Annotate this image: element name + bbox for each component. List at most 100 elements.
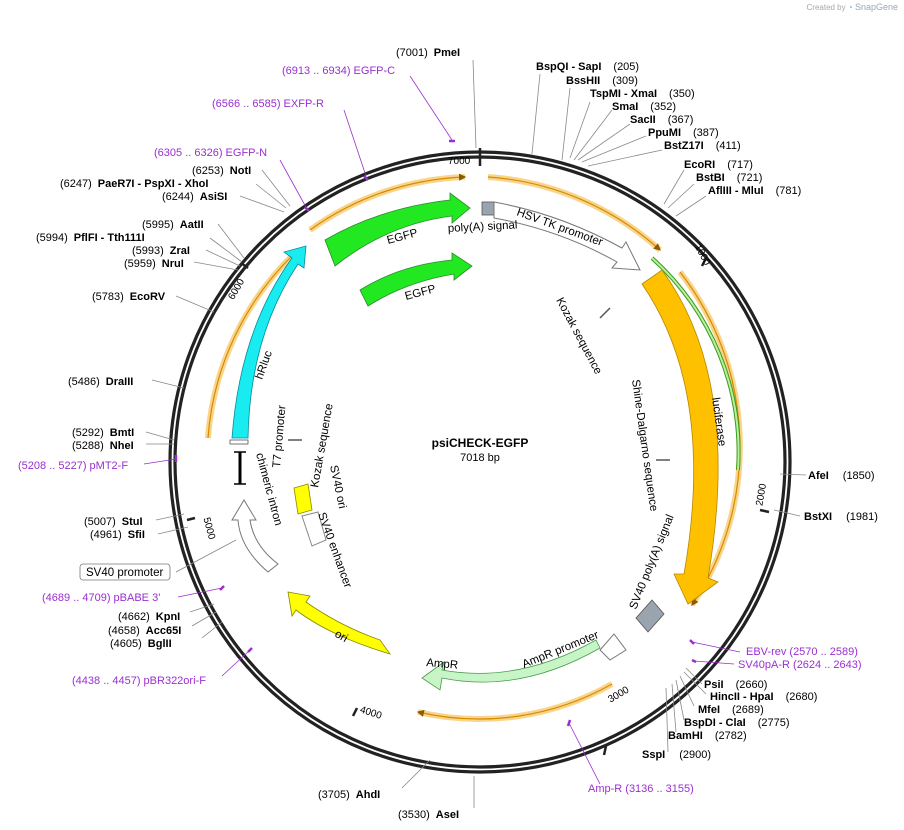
site-draiii[interactable]: (5486)DraIII [68, 376, 133, 388]
t7-promoter-marker [229, 439, 249, 445]
orf-arc-bottom-edge [416, 683, 613, 720]
site-bamhi[interactable]: BamHI(2782) [668, 730, 747, 742]
site-pflfi[interactable]: (5994)PflFI - Tth111I [36, 232, 145, 244]
site-noti[interactable]: (6253)NotI [192, 165, 251, 177]
hrluc-feature [231, 245, 307, 439]
credit-brand[interactable]: SnapGene [854, 2, 898, 12]
leader-sacii [577, 123, 631, 161]
leader-bspqi [531, 73, 541, 155]
primer-sv40pa-r[interactable]: SV40pA-R (2624 .. 2643) [738, 659, 862, 671]
sv40-ori-box [293, 483, 313, 515]
restriction-sites: (7001)PmeI BspQI - SapI(205) BssHII(309)… [36, 47, 878, 821]
kozak-right-label: Kozak sequence [553, 296, 604, 377]
site-smai[interactable]: SmaI(352) [612, 101, 676, 113]
leader-noti [261, 169, 291, 207]
primer-pmt2-f[interactable]: (5208 .. 5227) pMT2-F [18, 460, 128, 472]
site-asisi[interactable]: (6244)AsiSI [162, 191, 227, 203]
site-tspmi[interactable]: TspMI - XmaI(350) [590, 88, 695, 100]
primer-exfp-r[interactable]: (6566 .. 6585) EXFP-R [212, 98, 324, 110]
site-bglii[interactable]: (4605)BglII [110, 638, 172, 650]
primer-leader-egfp-n [279, 159, 308, 210]
site-afei[interactable]: AfeI(1850) [808, 470, 875, 482]
leader-bstxi [773, 509, 801, 517]
tick-4000 [351, 707, 359, 717]
ampr-feature [421, 639, 601, 691]
site-sfii[interactable]: (4961)SfiI [90, 529, 145, 541]
tick-1000 [700, 257, 708, 267]
site-afliii[interactable]: AflIII - MluI(781) [708, 185, 801, 197]
primer-leader-egfp-c [409, 75, 453, 141]
primer-egfp-n[interactable]: (6305 .. 6326) EGFP-N [154, 147, 267, 159]
site-sacii[interactable]: SacII(367) [630, 114, 693, 126]
primer-leader-pbr322ori-f [221, 649, 251, 677]
leader-draiii [151, 379, 185, 389]
site-acc65i[interactable]: (4658)Acc65I [108, 625, 181, 637]
site-paer7i[interactable]: (6247)PaeR7I - PspXI - XhoI [60, 178, 208, 190]
site-bspqi[interactable]: BspQI - SapI(205) [536, 61, 639, 73]
primer-leader-pmt2-f [143, 458, 177, 465]
primer-leader-pbabe3 [177, 587, 223, 598]
leader-bamhi [671, 683, 677, 733]
tick-label-2000: 2000 [754, 482, 769, 506]
site-aatii[interactable]: (5995)AatII [142, 219, 204, 231]
site-bstz17i[interactable]: BstZ17I(411) [664, 140, 741, 152]
sv40-promoter-label[interactable]: SV40 promoter [86, 567, 164, 579]
tick-6000 [240, 261, 249, 270]
primer-egfp-c[interactable]: (6913 .. 6934) EGFP-C [282, 65, 395, 77]
tick-2000 [759, 508, 770, 514]
primer-ebv-rev[interactable]: EBV-rev (2570 .. 2589) [746, 646, 858, 658]
sv40-enhancer-box [301, 511, 327, 547]
site-asei[interactable]: (3530)AseI [398, 809, 459, 821]
leader-bstbi [667, 183, 695, 209]
leader-ppumi [581, 135, 647, 163]
site-bspdi[interactable]: BspDI - ClaI(2775) [684, 717, 790, 729]
primer-leader-exfp-r [343, 109, 367, 177]
site-hincii[interactable]: HincII - HpaI(2680) [710, 691, 817, 703]
ori-feature [287, 591, 392, 655]
site-psii[interactable]: PsiI(2660) [704, 679, 767, 691]
leader-bglii [201, 621, 223, 639]
site-nhei[interactable]: (5288)NheI [72, 440, 134, 452]
site-ecori[interactable]: EcoRI(717) [684, 159, 753, 171]
site-ecorv[interactable]: (5783)EcoRV [92, 291, 166, 303]
leader-bstz17i [587, 149, 663, 167]
leader-tspmi [569, 101, 591, 159]
site-pmei[interactable]: (7001)PmeI [396, 47, 460, 59]
leader-ecorv [175, 295, 215, 313]
site-ppumi[interactable]: PpuMI(387) [648, 127, 719, 139]
tick-3000 [602, 745, 608, 756]
tick-label-7000: 7000 [448, 156, 471, 167]
leader-bsshii [561, 87, 571, 161]
site-bstxi[interactable]: BstXI(1981) [804, 511, 878, 523]
site-ahdi[interactable]: (3705)AhdI [318, 789, 380, 801]
primer-leader-amp-r [568, 722, 601, 785]
leader-bmti [145, 431, 175, 441]
leader-kpni [189, 603, 215, 613]
site-mfei[interactable]: MfeI(2689) [698, 704, 764, 716]
snapgene-logo-icon: ◔ [847, 3, 853, 12]
site-bstbi[interactable]: BstBI(721) [696, 172, 762, 184]
site-zrai[interactable]: (5993)ZraI [132, 245, 190, 257]
site-bmti[interactable]: (5292)BmtI [72, 427, 134, 439]
orf-arc-left-edge [207, 251, 297, 439]
orf-arc-top-edge [309, 173, 467, 231]
site-leader-lines [145, 59, 807, 808]
primer-marks [174, 139, 697, 727]
tick-label-1000: 1000 [692, 243, 712, 268]
site-nrui[interactable]: (5959)NruI [124, 258, 184, 270]
site-kpni[interactable]: (4662)KpnI [118, 611, 180, 623]
sv40-enhancer-label: SV40 enhancer [315, 511, 353, 590]
leader-hincii [683, 671, 707, 695]
leader-nrui [193, 261, 239, 271]
site-bsshii[interactable]: BssHII(309) [566, 75, 638, 87]
leader-psii [685, 667, 703, 685]
site-stui[interactable]: (5007)StuI [84, 516, 143, 528]
primer-mark-exfp-r [363, 175, 369, 181]
primer-pbabe3[interactable]: (4689 .. 4709) pBABE 3' [42, 592, 160, 604]
ampr-label: AmpR [426, 657, 459, 672]
leader-afei [779, 473, 807, 476]
site-sspi[interactable]: SspI(2900) [642, 749, 711, 761]
primer-pbr322ori-f[interactable]: (4438 .. 4457) pBR322ori-F [72, 675, 206, 687]
primer-amp-r[interactable]: Amp-R (3136 .. 3155) [588, 783, 694, 795]
